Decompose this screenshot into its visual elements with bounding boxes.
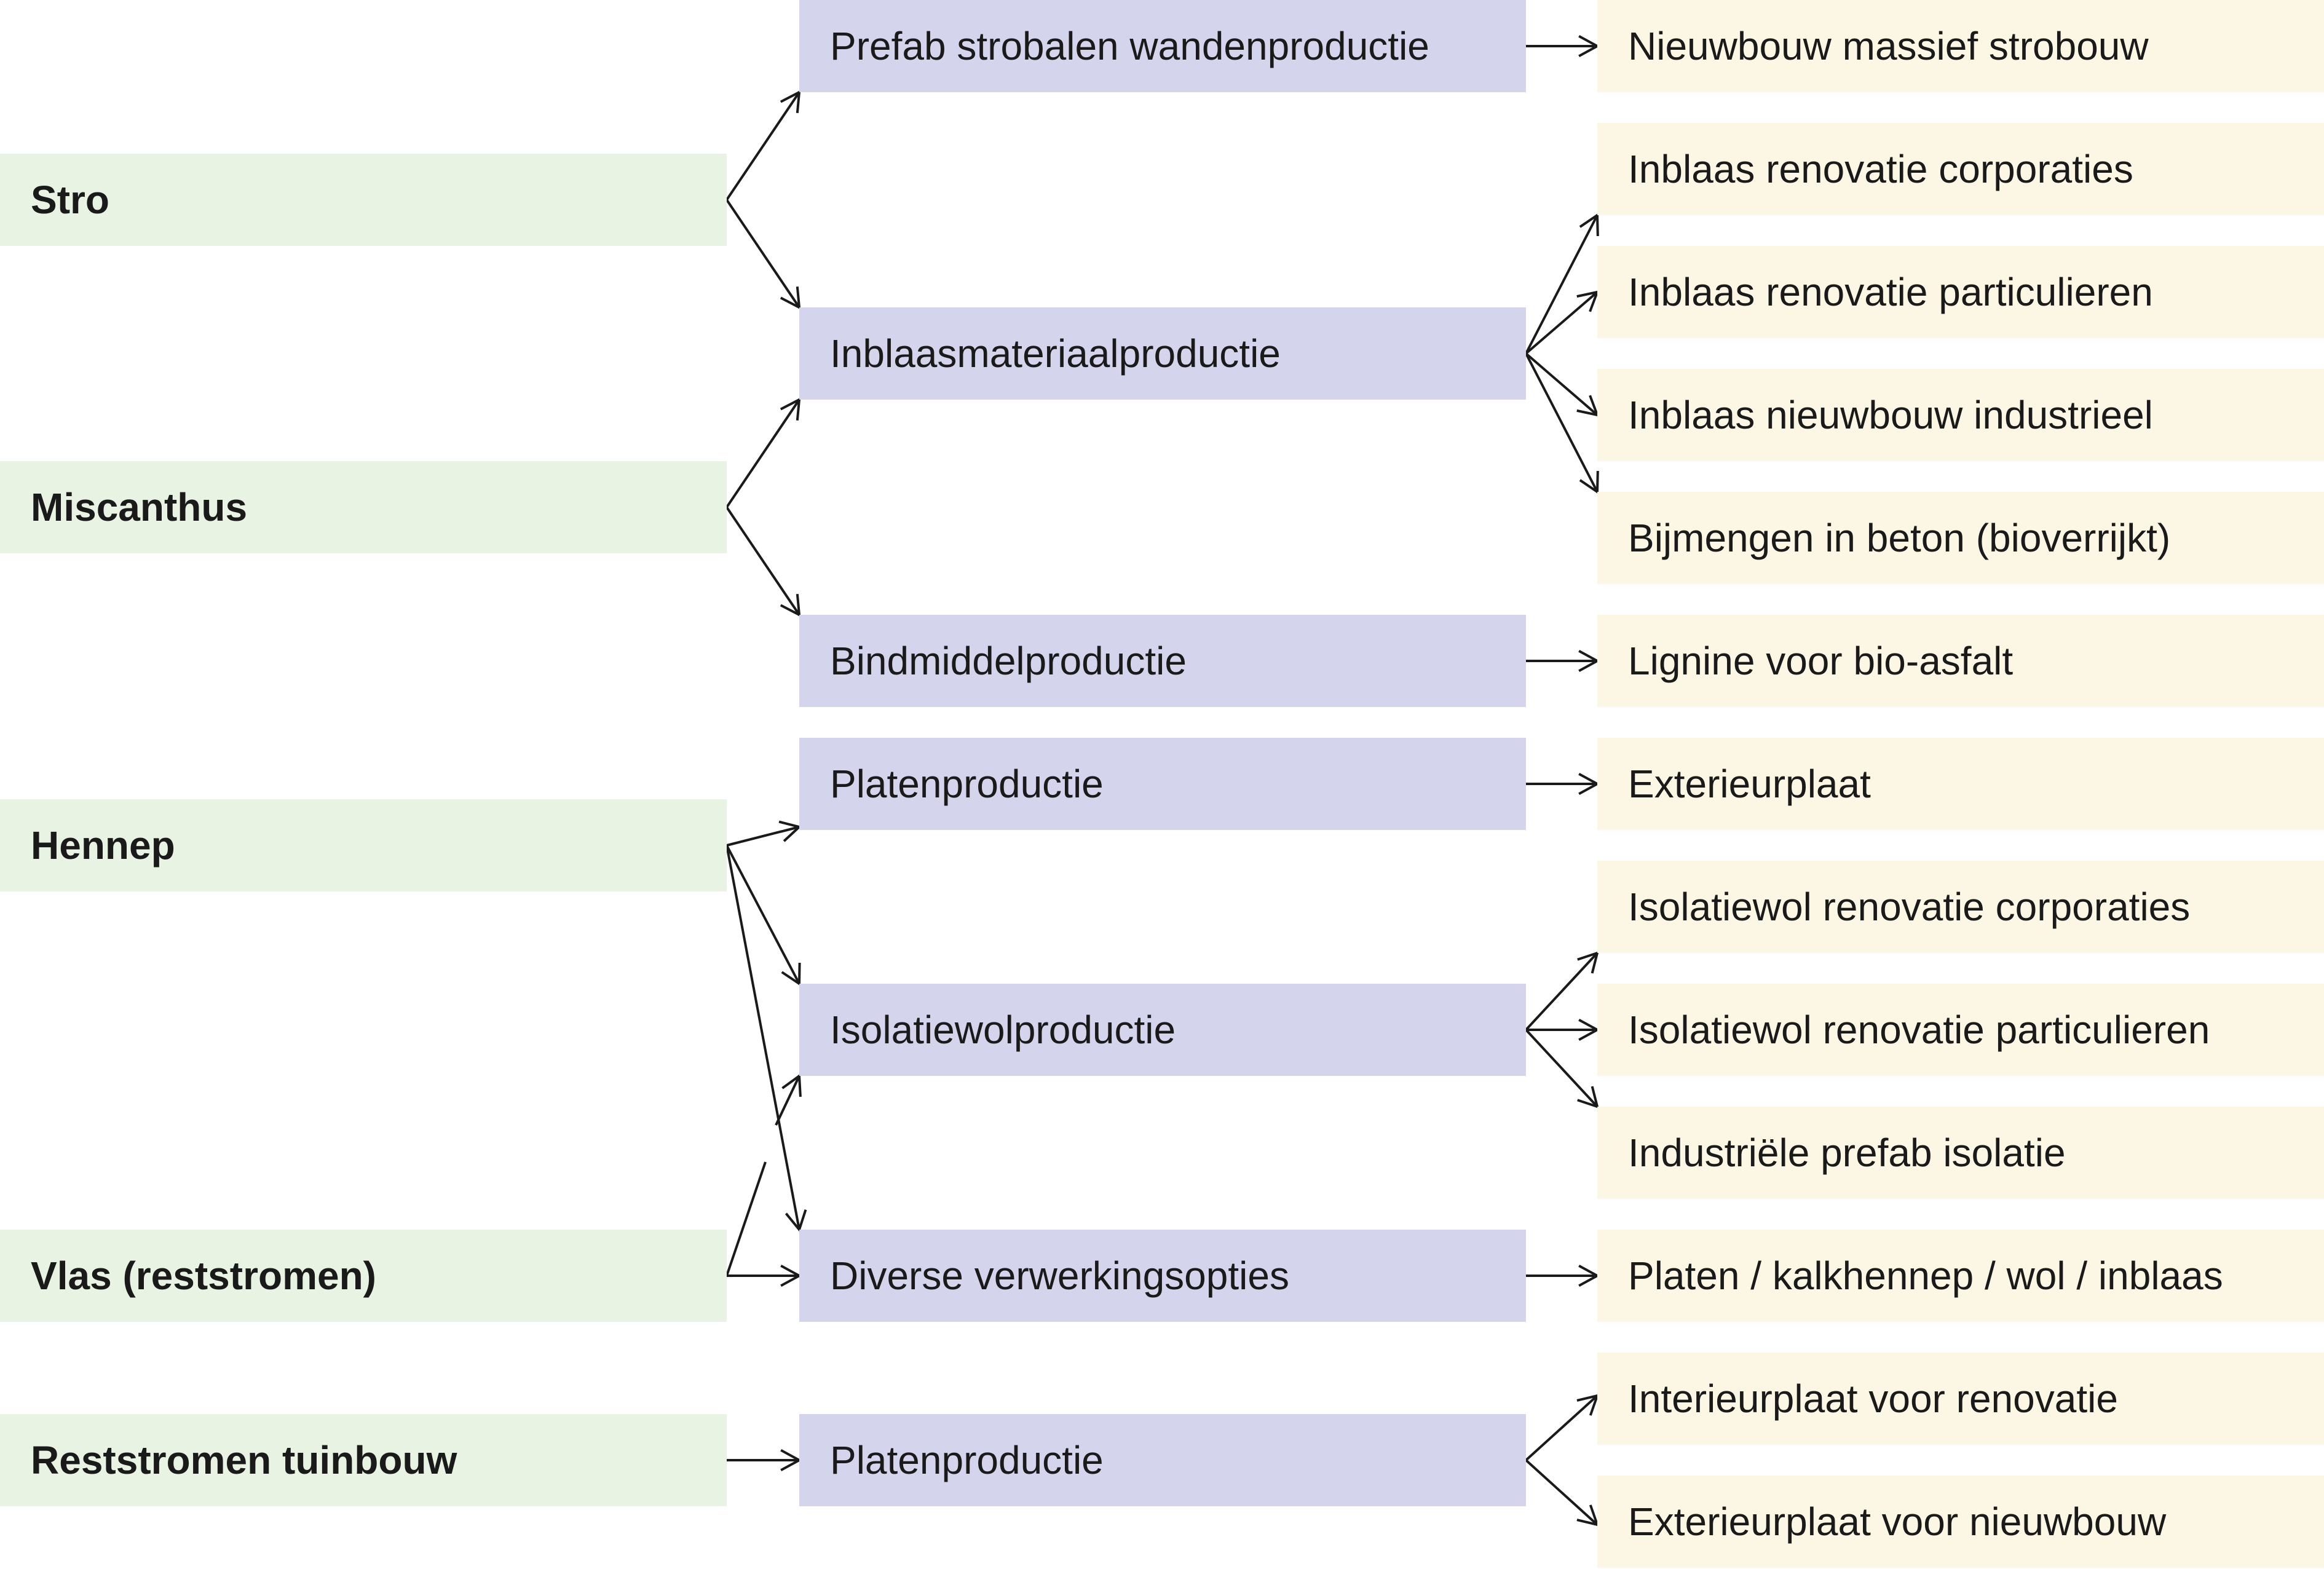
connector-arrow — [725, 506, 801, 617]
process-platen-tuinbouw: Platenproductie — [799, 1414, 1526, 1506]
source-reststromen-tuinbouw: Reststromen tuinbouw — [0, 1414, 727, 1506]
connector-arrow — [726, 820, 802, 847]
connector-arrow — [725, 199, 801, 310]
product-label: Platen / kalkhennep / wol / inblaas — [1628, 1254, 2223, 1298]
process-inblaasmateriaal: Inblaasmateriaalproductie — [799, 307, 1526, 400]
connector-arrow — [1526, 1018, 1600, 1041]
process-platen-hennep: Platenproductie — [799, 738, 1526, 830]
product-label: Isolatiewol renovatie particulieren — [1628, 1008, 2210, 1052]
product-item: Exterieurplaat — [1597, 738, 2324, 830]
source-hennep: Hennep — [0, 799, 727, 891]
process-label: Isolatiewolproductie — [830, 1008, 1176, 1052]
connector-arrow — [1525, 213, 1599, 354]
connector-arrow — [727, 1448, 802, 1472]
connector-arrow — [1525, 950, 1599, 1031]
product-item: Lignine voor bio-asfalt — [1597, 615, 2324, 707]
product-item: Platen / kalkhennep / wol / inblaas — [1597, 1230, 2324, 1322]
connector-arrow — [1525, 352, 1600, 417]
product-label: Exterieurplaat — [1628, 762, 1871, 806]
product-item: Isolatiewol renovatie particulieren — [1597, 984, 2324, 1076]
product-label: Bijmengen in beton (bioverrijkt) — [1628, 516, 2171, 560]
product-item: Exterieurplaat voor nieuwbouw — [1597, 1476, 2324, 1568]
process-label: Platenproductie — [830, 762, 1104, 806]
process-label: Inblaasmateriaalproductie — [830, 331, 1281, 376]
product-item: Inblaas nieuwbouw industrieel — [1597, 369, 2324, 461]
product-item: Inblaas renovatie corporaties — [1597, 123, 2324, 215]
source-label: Stro — [31, 178, 109, 222]
source-label: Reststromen tuinbouw — [31, 1438, 457, 1482]
connector-line — [725, 1161, 767, 1276]
connector-arrow — [725, 397, 801, 508]
process-label: Bindmiddelproductie — [830, 639, 1187, 683]
product-item: Industriële prefab isolatie — [1597, 1107, 2324, 1199]
product-label: Inblaas nieuwbouw industrieel — [1628, 393, 2153, 437]
product-item: Bijmengen in beton (bioverrijkt) — [1597, 492, 2324, 584]
product-item: Interieurplaat voor renovatie — [1597, 1353, 2324, 1445]
process-label: Prefab strobalen wandenproductie — [830, 24, 1429, 68]
connector-arrow — [725, 845, 807, 1233]
product-item: Isolatiewol renovatie corporaties — [1597, 861, 2324, 953]
source-miscanthus: Miscanthus — [0, 461, 727, 553]
connector-arrow — [1526, 772, 1600, 796]
connector-arrow — [1525, 353, 1599, 494]
connector-arrow — [727, 1264, 802, 1287]
connector-arrow — [1525, 1394, 1600, 1461]
connector-arrow — [1526, 1264, 1600, 1287]
product-label: Lignine voor bio-asfalt — [1628, 639, 2014, 683]
connector-arrow — [1526, 34, 1600, 58]
connector-arrow — [775, 1073, 802, 1126]
connector-arrow — [1525, 1029, 1599, 1109]
product-label: Inblaas renovatie particulieren — [1628, 270, 2153, 314]
process-isolatiewol: Isolatiewolproductie — [799, 984, 1526, 1076]
process-label: Diverse verwerkingsopties — [830, 1254, 1289, 1298]
process-diverse: Diverse verwerkingsopties — [799, 1230, 1526, 1322]
connector-arrow — [1525, 290, 1600, 355]
source-label: Hennep — [31, 823, 175, 867]
product-label: Interieurplaat voor renovatie — [1628, 1377, 2118, 1421]
product-label: Isolatiewol renovatie corporaties — [1628, 885, 2191, 929]
source-vlas: Vlas (reststromen) — [0, 1230, 727, 1322]
source-stro: Stro — [0, 154, 727, 246]
connector-arrow — [725, 90, 801, 201]
connector-arrow — [725, 845, 801, 986]
product-item: Inblaas renovatie particulieren — [1597, 246, 2324, 338]
connector-arrow — [1526, 649, 1600, 673]
product-label: Industriële prefab isolatie — [1628, 1131, 2066, 1175]
process-prefab-strobalen: Prefab strobalen wandenproductie — [799, 0, 1526, 92]
product-label: Nieuwbouw massief strobouw — [1628, 24, 2149, 68]
product-label: Exterieurplaat voor nieuwbouw — [1628, 1500, 2167, 1544]
source-label: Miscanthus — [31, 485, 248, 529]
process-label: Platenproductie — [830, 1438, 1104, 1482]
source-label: Vlas (reststromen) — [31, 1254, 376, 1298]
process-bindmiddel: Bindmiddelproductie — [799, 615, 1526, 707]
connector-arrow — [1525, 1459, 1600, 1527]
product-label: Inblaas renovatie corporaties — [1628, 147, 2133, 191]
product-item: Nieuwbouw massief strobouw — [1597, 0, 2324, 92]
